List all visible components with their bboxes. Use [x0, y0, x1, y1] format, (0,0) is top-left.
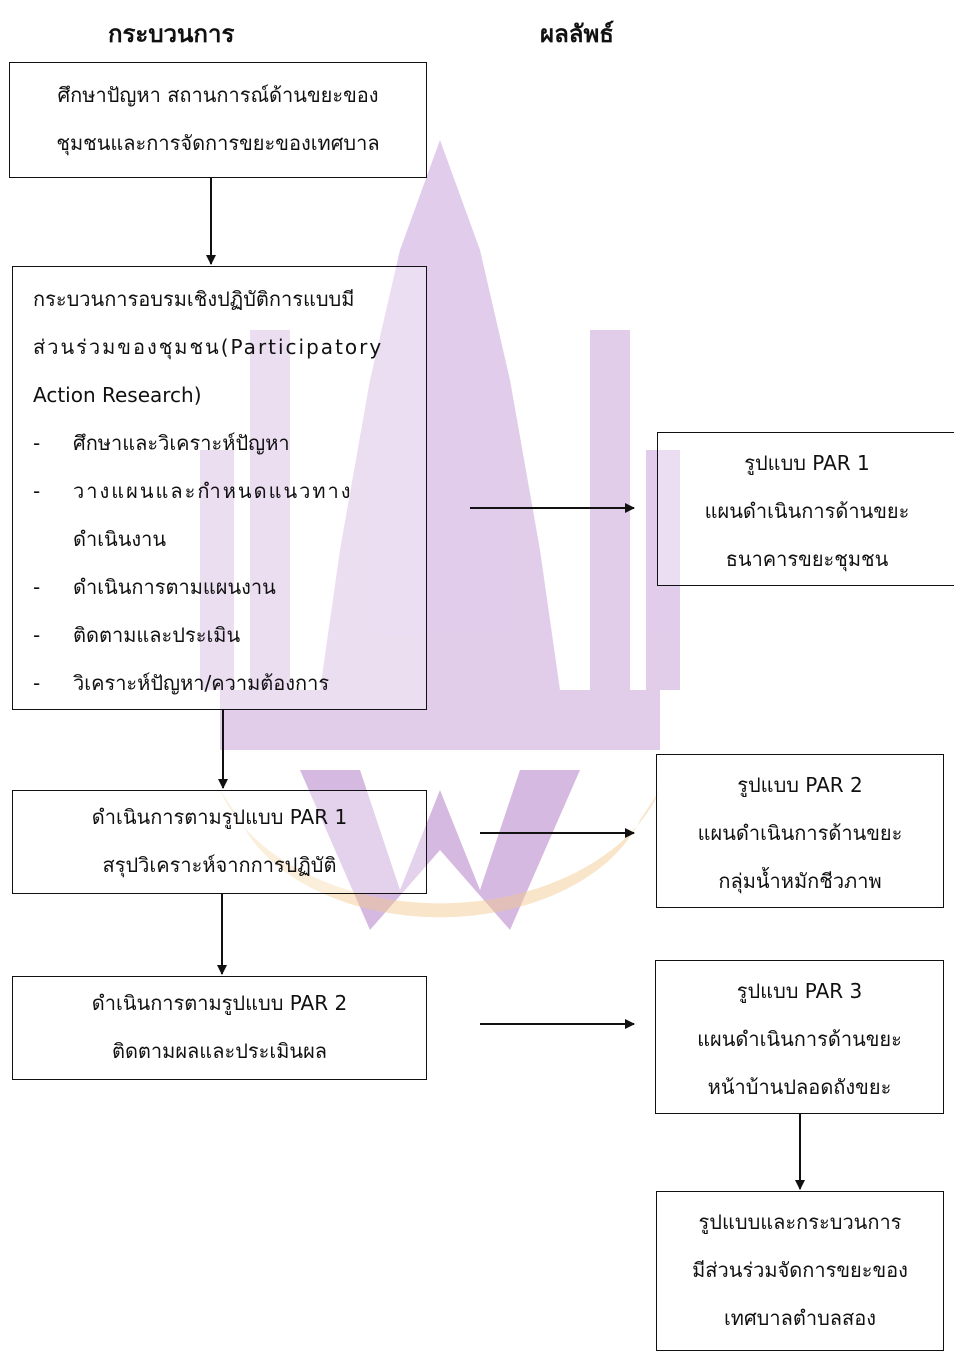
- result-par-2-line-1: รูปแบบ PAR 2: [737, 773, 863, 797]
- bullet-dash: -: [33, 671, 41, 695]
- process-step-2-item-3-text: ดำเนินการตามแผนงาน: [73, 575, 276, 599]
- result-final-line-2: มีส่วนร่วมจัดการขยะของ: [692, 1258, 908, 1282]
- process-step-2-item-2b-text: ดำเนินงาน: [73, 527, 167, 551]
- process-step-1-line-1: ศึกษาปัญหา สถานการณ์ด้านขยะของ: [57, 83, 379, 107]
- result-par-3-line-2: แผนดำเนินการด้านขยะ: [697, 1027, 902, 1051]
- result-par-2-box: รูปแบบ PAR 2 แผนดำเนินการด้านขยะ กลุ่มน้…: [656, 754, 944, 908]
- process-step-3-line-2: สรุปวิเคราะห์จากการปฏิบัติ: [102, 853, 337, 877]
- result-par-1-line-3: ธนาคารขยะชุมชน: [725, 547, 889, 571]
- result-par-3-line-1: รูปแบบ PAR 3: [736, 979, 863, 1003]
- bullet-dash: -: [33, 479, 41, 503]
- process-step-2-item-2b: ดำเนินงาน: [33, 515, 426, 563]
- result-par-2-line-2: แผนดำเนินการด้านขยะ: [697, 821, 903, 845]
- process-step-4-line-1: ดำเนินการตามรูปแบบ PAR 2: [91, 991, 348, 1015]
- process-step-3-box: ดำเนินการตามรูปแบบ PAR 1 สรุปวิเคราะห์จา…: [12, 790, 427, 894]
- process-step-2-item-1: - ศึกษาและวิเคราะห์ปัญหา: [33, 419, 426, 467]
- process-step-2-intro-1: กระบวนการอบรมเชิงปฏิบัติการแบบมี: [33, 287, 355, 311]
- header-process: กระบวนการ: [108, 20, 235, 48]
- bullet-dash: -: [33, 575, 41, 599]
- process-step-2-item-1-text: ศึกษาและวิเคราะห์ปัญหา: [73, 431, 290, 455]
- result-final-line-3: เทศบาลตำบลสอง: [723, 1306, 877, 1330]
- process-step-4-line-2: ติดตามผลและประเมินผล: [111, 1039, 328, 1063]
- process-step-2-box: กระบวนการอบรมเชิงปฏิบัติการแบบมี ส่วนร่ว…: [12, 266, 427, 710]
- result-final-line-1: รูปแบบและกระบวนการ: [698, 1210, 902, 1234]
- process-step-2-item-3: - ดำเนินการตามแผนงาน: [33, 563, 426, 611]
- result-par-3-line-3: หน้าบ้านปลอดถังขยะ: [707, 1075, 892, 1099]
- process-step-3-line-1: ดำเนินการตามรูปแบบ PAR 1: [91, 805, 348, 829]
- process-step-2-item-2: - วางแผนและกำหนดแนวทาง: [33, 467, 426, 515]
- process-step-4-box: ดำเนินการตามรูปแบบ PAR 2 ติดตามผลและประเ…: [12, 976, 427, 1080]
- result-par-1-box: รูปแบบ PAR 1 แผนดำเนินการด้านขยะ ธนาคารข…: [657, 432, 954, 586]
- process-step-2-item-5: - วิเคราะห์ปัญหา/ความต้องการ: [33, 659, 426, 707]
- result-par-1-line-2: แผนดำเนินการด้านขยะ: [704, 499, 910, 523]
- result-par-3-box: รูปแบบ PAR 3 แผนดำเนินการด้านขยะ หน้าบ้า…: [655, 960, 944, 1114]
- process-step-2-item-5-text: วิเคราะห์ปัญหา/ความต้องการ: [73, 671, 330, 695]
- bullet-dash: -: [33, 431, 41, 455]
- bullet-dash: -: [33, 623, 41, 647]
- result-par-2-line-3: กลุ่มน้ำหมักชีวภาพ: [718, 869, 882, 893]
- process-step-1-box: ศึกษาปัญหา สถานการณ์ด้านขยะของ ชุมชนและก…: [9, 62, 427, 178]
- process-step-2-item-2-text: วางแผนและกำหนดแนวทาง: [73, 479, 353, 503]
- result-final-box: รูปแบบและกระบวนการ มีส่วนร่วมจัดการขยะขอ…: [656, 1191, 944, 1351]
- process-step-2-item-4: - ติดตามและประเมิน: [33, 611, 426, 659]
- header-result: ผลลัพธ์: [540, 20, 614, 48]
- process-step-2-intro-2: ส่วนร่วมของชุมชน(Participatory: [33, 335, 384, 359]
- process-step-2-intro-3: Action Research): [33, 383, 202, 407]
- process-step-2-item-4-text: ติดตามและประเมิน: [73, 623, 241, 647]
- process-step-1-line-2: ชุมชนและการจัดการขยะของเทศบาล: [56, 131, 380, 155]
- result-par-1-line-1: รูปแบบ PAR 1: [744, 451, 870, 475]
